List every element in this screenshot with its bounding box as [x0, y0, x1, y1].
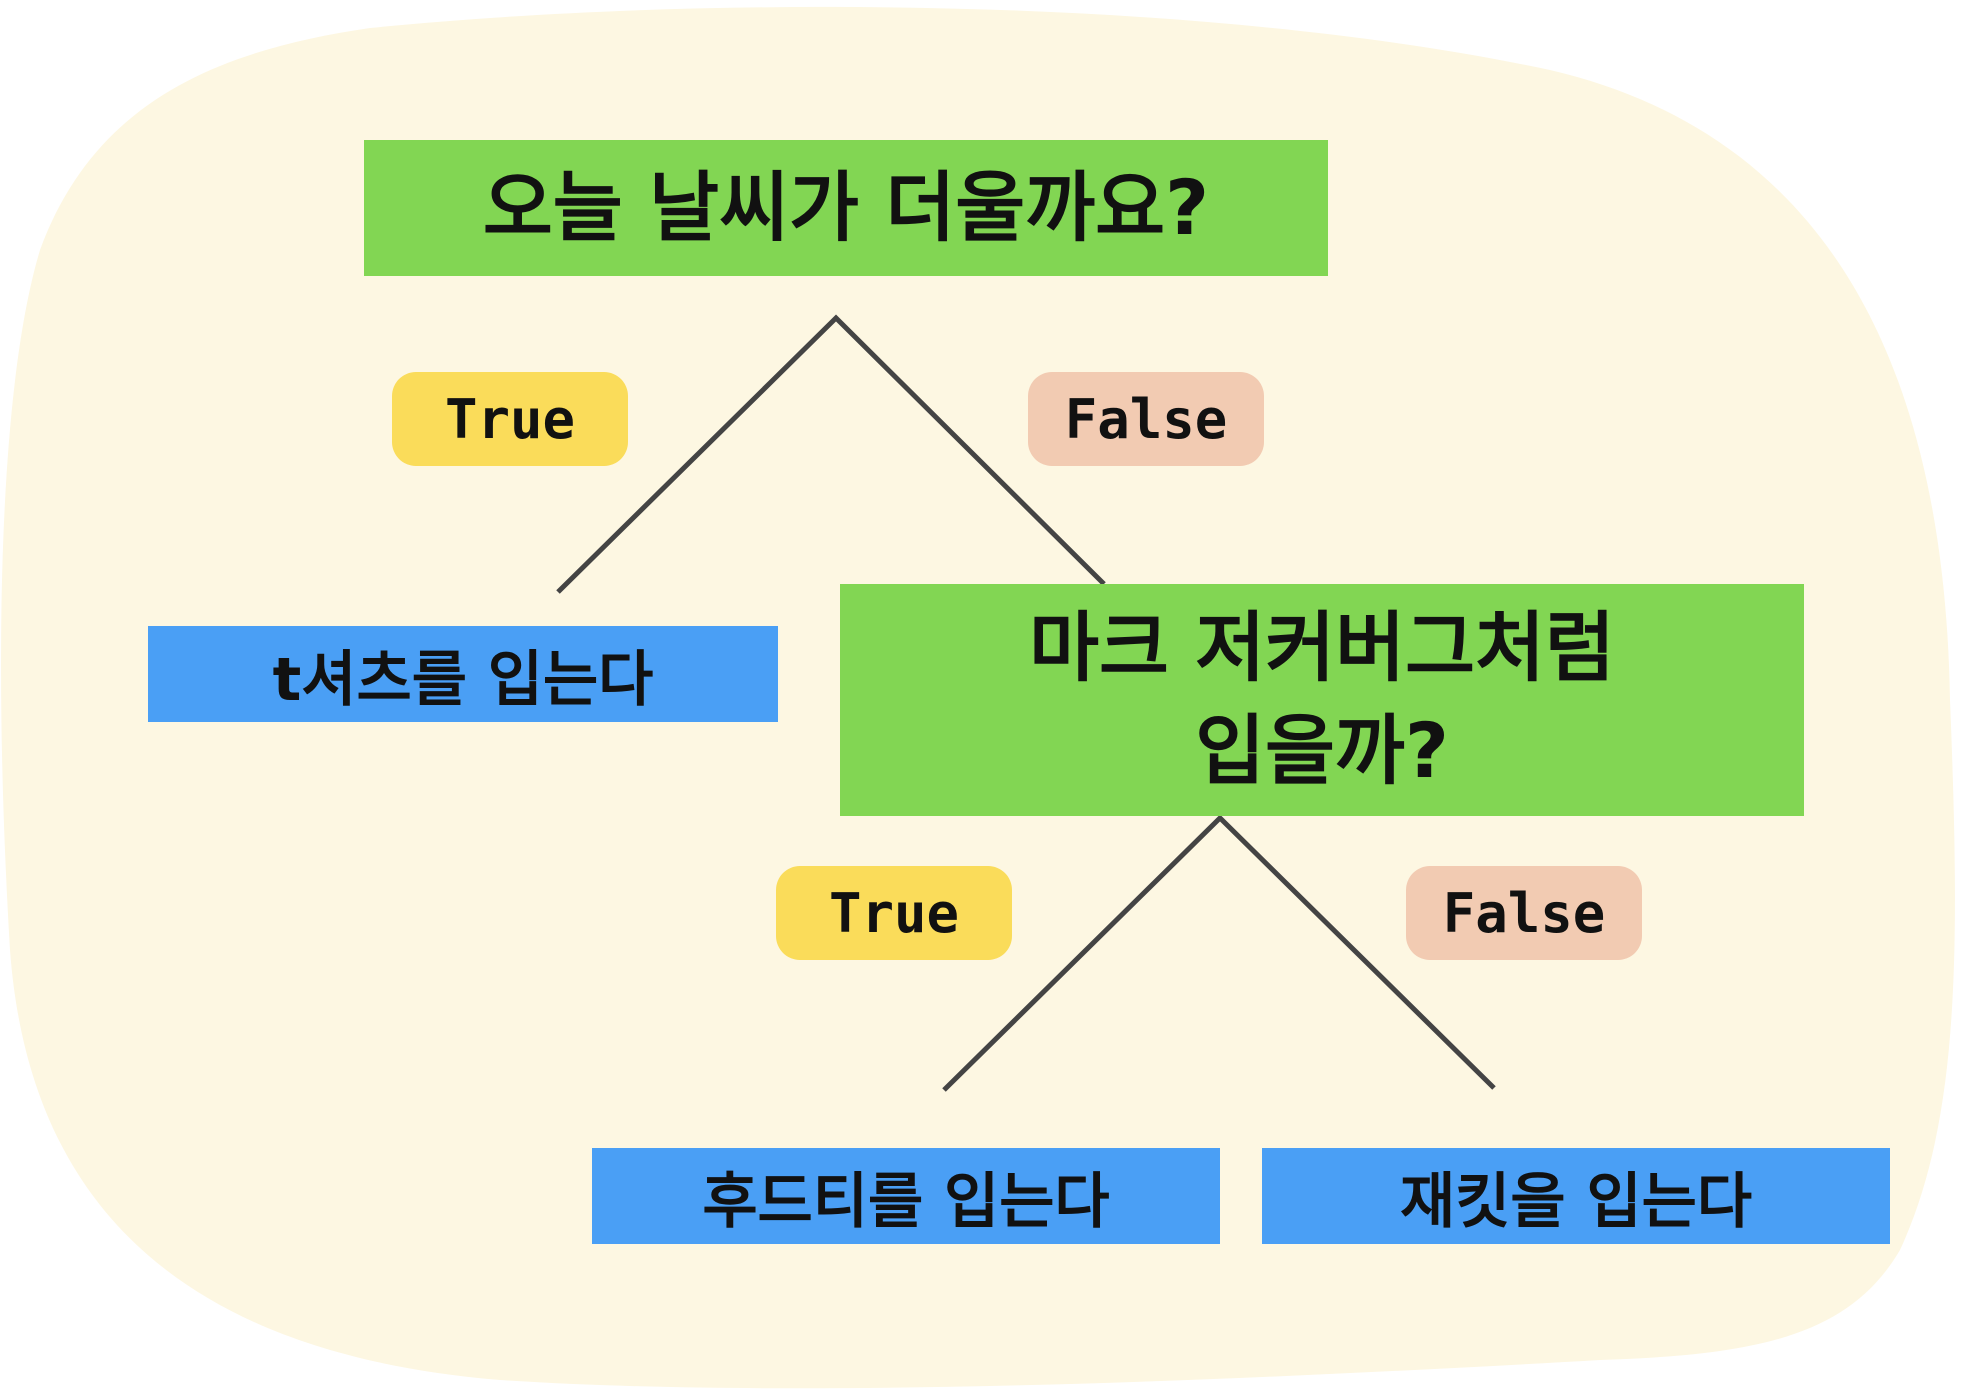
- branch-false-label-text: False: [1442, 881, 1606, 945]
- hoodie-answer-box: 후드티를 입는다: [592, 1148, 1220, 1244]
- hoodie-answer-text: 후드티를 입는다: [702, 1166, 1110, 1237]
- true-answer-box: t셔츠를 입는다: [148, 626, 778, 722]
- root-false-label-text: False: [1064, 387, 1228, 451]
- root-question-text: 오늘 날씨가 더울까요?: [482, 162, 1210, 252]
- jacket-answer-box: 재킷을 입는다: [1262, 1148, 1890, 1244]
- branch-connector: [942, 814, 1496, 1092]
- root-true-label-text: True: [444, 387, 576, 451]
- branch-false-label: False: [1406, 866, 1642, 960]
- branch-true-label-text: True: [828, 881, 960, 945]
- root-true-label: True: [392, 372, 628, 466]
- branch-question-box: 마크 저커버그처럼 입을까?: [840, 584, 1804, 816]
- root-connector: [556, 314, 1106, 594]
- root-false-label: False: [1028, 372, 1264, 466]
- root-question-box: 오늘 날씨가 더울까요?: [364, 140, 1328, 276]
- branch-question-text: 마크 저커버그처럼 입을까?: [1029, 603, 1615, 795]
- branch-true-label: True: [776, 866, 1012, 960]
- true-answer-text: t셔츠를 입는다: [272, 644, 654, 715]
- jacket-answer-text: 재킷을 입는다: [1399, 1166, 1753, 1237]
